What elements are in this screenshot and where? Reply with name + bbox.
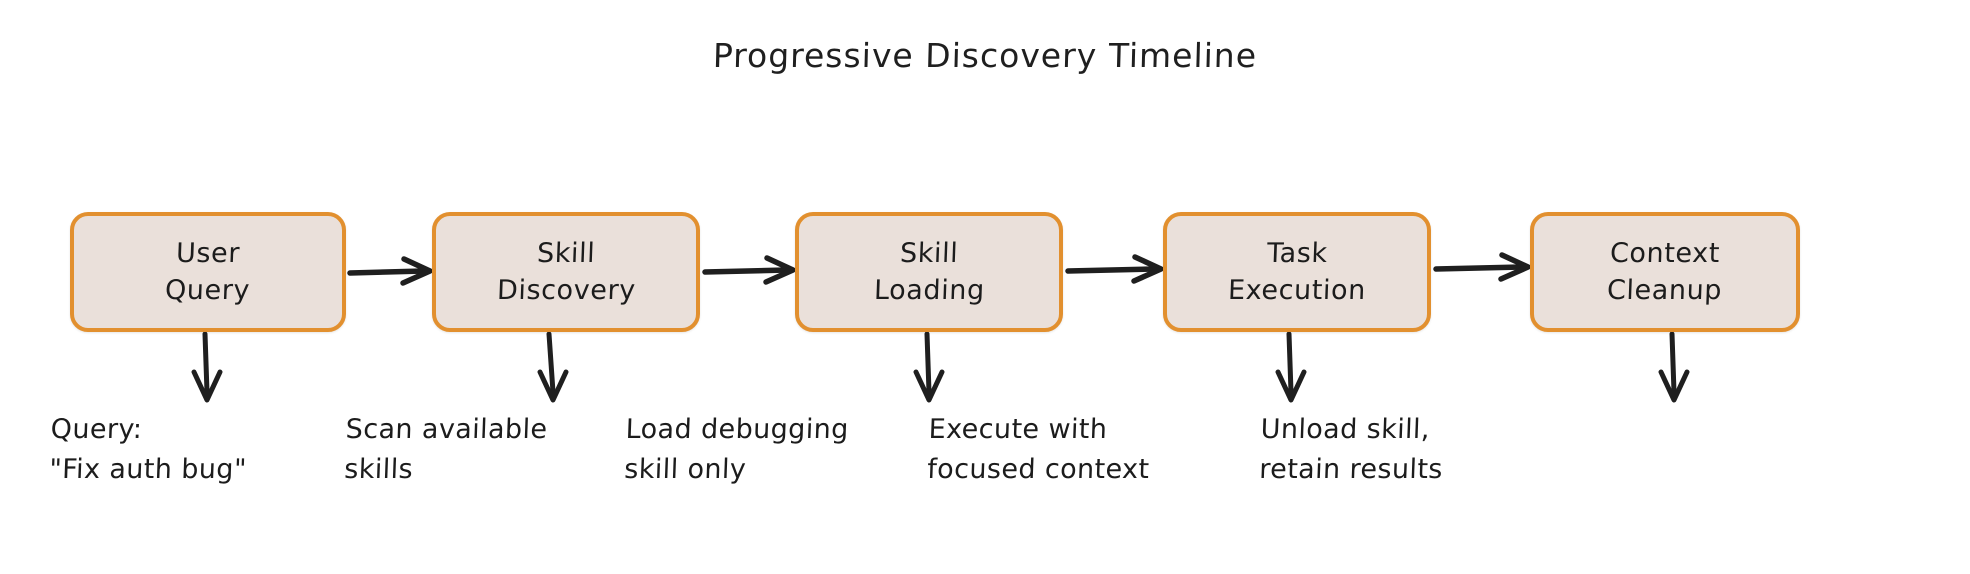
caption-line-2: retain results — [1258, 453, 1444, 485]
stage-node-label-line-2: Loading — [873, 275, 985, 306]
stage-node-label-line-2: Execution — [1227, 275, 1367, 306]
stage-node-skill-loading[interactable]: Skill Loading — [795, 212, 1063, 332]
caption-line-2: focused context — [926, 453, 1151, 485]
arrow-task-execution-to-caption — [1275, 331, 1307, 403]
caption-line-1: Load debugging — [625, 414, 850, 445]
caption-line-2: "Fix auth bug" — [48, 453, 248, 485]
stage-node-skill-discovery[interactable]: Skill Discovery — [432, 212, 700, 332]
caption-line-1: Unload skill, — [1260, 414, 1431, 445]
page-title: Progressive Discovery Timeline — [712, 36, 1258, 75]
stage-node-label-line-1: Skill — [899, 237, 959, 269]
caption-line-2: skill only — [623, 453, 747, 485]
arrow-user-query-to-caption — [191, 331, 223, 403]
stage-node-label-line-1: Task — [1266, 237, 1328, 269]
stage-node-user-query[interactable]: User Query — [70, 212, 346, 332]
stage-node-task-execution[interactable]: Task Execution — [1163, 212, 1431, 332]
arrow-skill-loading-to-caption — [913, 331, 945, 403]
caption-skill-loading: Load debugging skill only — [624, 410, 850, 490]
stage-node-label-line-2: Cleanup — [1606, 275, 1724, 306]
stage-node-context-cleanup[interactable]: Context Cleanup — [1530, 212, 1800, 332]
caption-context-cleanup: Unload skill, retain results — [1259, 410, 1445, 490]
arrow-task-execution-to-context-cleanup — [1433, 252, 1531, 282]
stage-node-label-line-2: Discovery — [496, 275, 636, 306]
caption-line-1: Execute with — [928, 414, 1108, 445]
caption-line-1: Query: — [50, 414, 143, 445]
caption-skill-discovery: Scan available skills — [344, 410, 548, 490]
arrow-context-cleanup-to-caption — [1658, 331, 1690, 403]
stage-node-label-line-1: Context — [1609, 237, 1721, 269]
stage-node-label-line-2: Query — [164, 275, 252, 306]
caption-line-2: skills — [343, 453, 414, 485]
stage-node-label-line-1: User — [175, 237, 241, 269]
arrow-skill-discovery-to-skill-loading — [702, 255, 796, 285]
caption-user-query: Query: "Fix auth bug" — [49, 410, 249, 490]
arrow-user-query-to-skill-discovery — [347, 256, 433, 286]
caption-task-execution: Execute with focused context — [927, 410, 1152, 490]
arrow-skill-loading-to-task-execution — [1065, 254, 1164, 284]
arrow-skill-discovery-to-caption — [537, 331, 569, 403]
caption-line-1: Scan available — [345, 414, 548, 445]
stage-node-label-line-1: Skill — [536, 237, 596, 269]
